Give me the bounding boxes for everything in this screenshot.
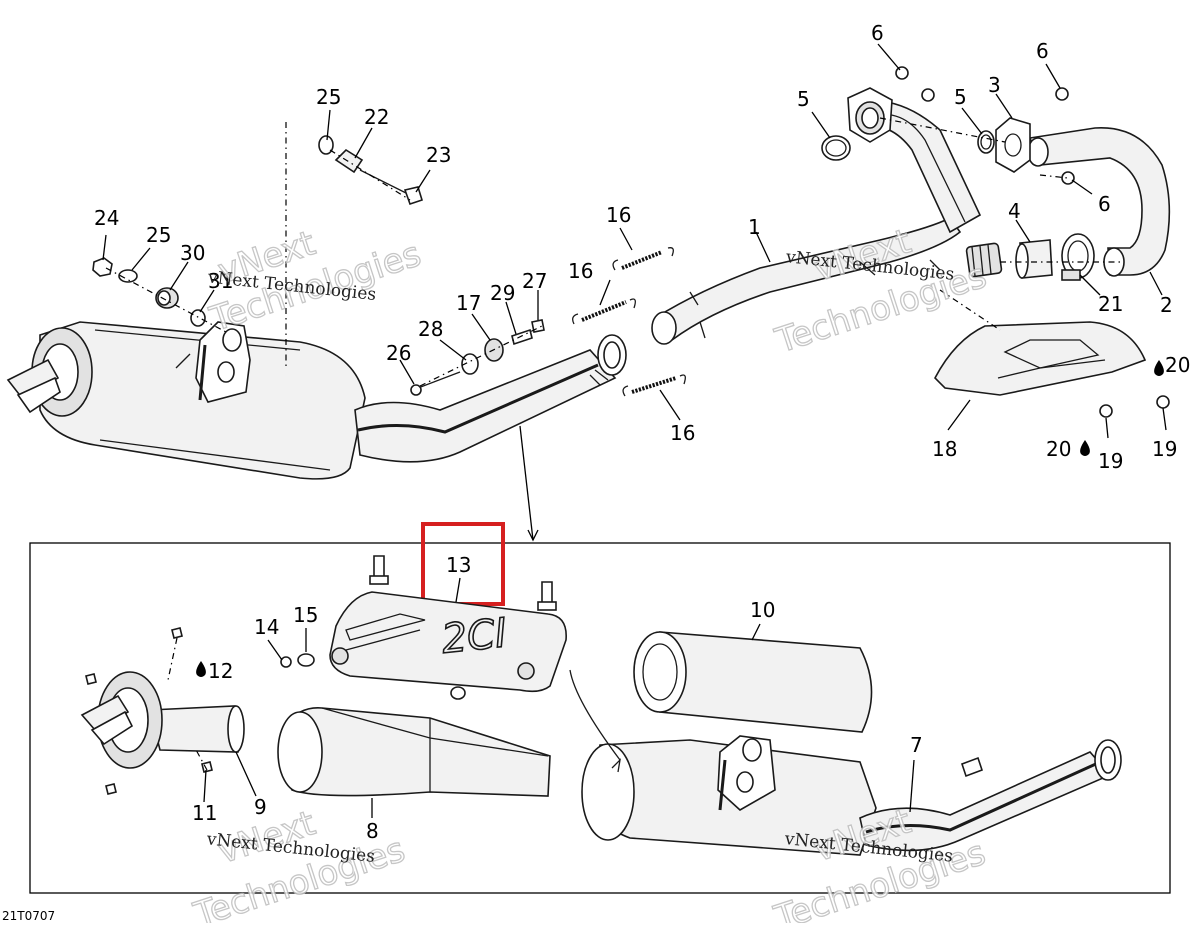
label-28[interactable]: 28 [418,317,443,341]
label-17[interactable]: 17 [456,291,481,315]
label-1[interactable]: 1 [748,215,761,239]
label-4[interactable]: 4 [1008,199,1021,223]
drop-icon [1154,360,1164,376]
muffler-assembly [6,321,366,480]
label-25[interactable]: 25 [146,223,171,247]
label-5[interactable]: 5 [954,85,967,109]
drop-icon [1080,440,1090,456]
label-23[interactable]: 23 [426,143,451,167]
label-15[interactable]: 15 [293,603,318,627]
label-31[interactable]: 31 [208,269,233,293]
label-8[interactable]: 8 [366,819,379,843]
label-16[interactable]: 16 [670,421,695,445]
label-22[interactable]: 22 [364,105,389,129]
label-6[interactable]: 6 [871,21,884,45]
label-29[interactable]: 29 [490,281,515,305]
label-14[interactable]: 14 [254,615,279,639]
label-25[interactable]: 25 [316,85,341,109]
leader-lines-lower [203,577,915,818]
heat-shield-logo: 2CI [439,610,509,663]
label-30[interactable]: 30 [180,241,205,265]
muffler-body-7 [581,735,1122,856]
drawing-code: 21T0707 [2,909,55,923]
label-16[interactable]: 16 [568,259,593,283]
leader-lines-upper [102,43,1167,542]
springs [572,247,686,397]
label-9[interactable]: 9 [254,795,267,819]
heat-shield-13: 2CI [280,555,567,700]
label-12[interactable]: 12 [208,659,233,683]
end-cap-assembly [80,627,245,795]
heat-shield-18 [934,321,1147,396]
label-26[interactable]: 26 [386,341,411,365]
front-link-pipe [354,334,627,463]
label-3[interactable]: 3 [988,73,1001,97]
upper-hardware [92,135,1170,418]
inner-tube-8 [277,707,551,797]
label-20[interactable]: 20 [1165,353,1190,377]
label-2[interactable]: 2 [1160,293,1173,317]
label-19[interactable]: 19 [1098,449,1123,473]
label-19[interactable]: 19 [1152,437,1177,461]
label-21[interactable]: 21 [1098,292,1123,316]
label-24[interactable]: 24 [94,206,119,230]
label-7[interactable]: 7 [910,733,923,757]
label-6[interactable]: 6 [1036,39,1049,63]
label-16[interactable]: 16 [606,203,631,227]
packing-10 [633,631,873,733]
label-6[interactable]: 6 [1098,192,1111,216]
label-11[interactable]: 11 [192,801,217,825]
rear-header-pipe [977,87,1171,281]
header-pipe [651,66,1003,345]
drop-icon [196,661,206,677]
label-27[interactable]: 27 [522,269,547,293]
label-5[interactable]: 5 [797,87,810,111]
label-13[interactable]: 13 [446,553,471,577]
label-20[interactable]: 20 [1046,437,1071,461]
label-18[interactable]: 18 [932,437,957,461]
label-10[interactable]: 10 [750,598,775,622]
detail-inset-frame [29,542,1171,894]
part-labels: 1 2 3 4 5 5 6 6 6 7 8 9 10 11 12 13 14 1… [94,21,1190,843]
